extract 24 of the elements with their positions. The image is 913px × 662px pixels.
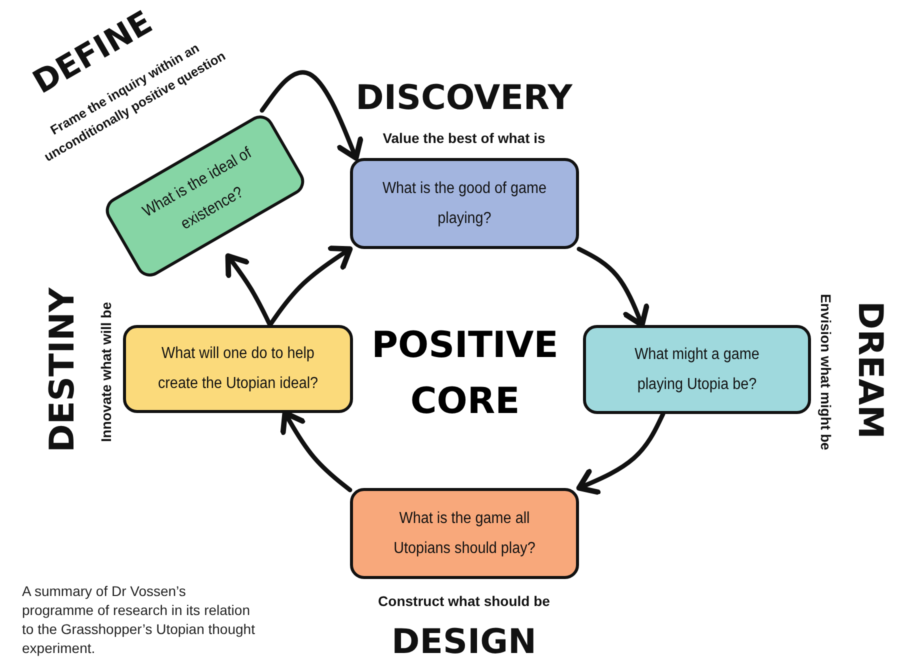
question-box — [350, 488, 579, 579]
stage-heading: DREAM — [850, 301, 890, 439]
stage-subtitle: Value the best of what is — [382, 130, 546, 146]
arrow — [268, 246, 353, 328]
question-box — [123, 325, 353, 413]
question-box — [350, 158, 579, 249]
question-text: What is the good of game playing? — [381, 178, 548, 228]
stage-subtitle: Innovate what will be — [98, 302, 114, 442]
stage-heading: DESTINY — [42, 288, 82, 452]
stage-heading: DISCOVERY — [356, 78, 572, 118]
stage-subtitle: Envision what might be — [818, 294, 834, 450]
core-label: POSITIVE CORE — [370, 324, 560, 424]
arrow — [280, 410, 352, 492]
arrow — [576, 412, 666, 495]
question-text: What is the game all Utopians should play? — [392, 508, 536, 558]
stage-heading: DESIGN — [392, 622, 536, 662]
question-text: What might a game playing Utopia be? — [634, 344, 760, 394]
caption: A summary of Dr Vossen’s programme of research in its relation to the Grasshopper’s Utopian thought experiment. — [22, 582, 256, 658]
arrow — [225, 253, 272, 328]
stage-subtitle: Construct what should be — [378, 593, 550, 609]
arrow — [576, 246, 650, 328]
question-box — [583, 325, 811, 414]
question-text: What will one do to help create the Utopian ideal? — [156, 344, 320, 394]
arrow — [260, 70, 364, 161]
